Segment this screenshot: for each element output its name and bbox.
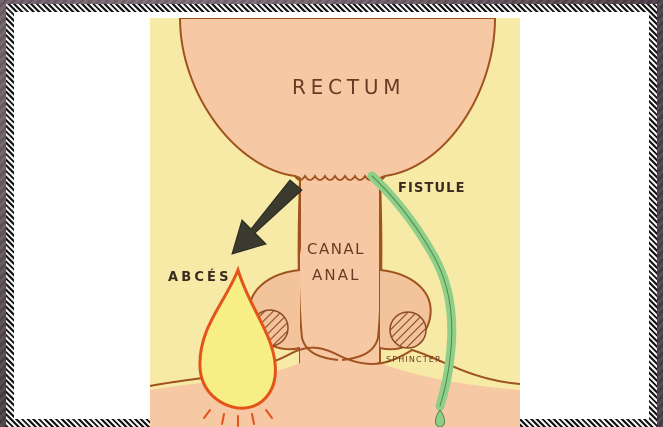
anatomy-illustration: RECTUM CANAL ANAL ABCÉS FISTULE SPHINCTE… [150, 18, 520, 427]
sphincter-label: SPHINCTER [386, 355, 442, 364]
abscess-label: ABCÉS [168, 269, 230, 285]
fistula-label: FISTULE [398, 181, 466, 196]
right-sphincter-hatch [390, 312, 426, 348]
canal-label-line2: ANAL [312, 266, 360, 284]
canal-label-line1: CANAL [307, 240, 365, 258]
